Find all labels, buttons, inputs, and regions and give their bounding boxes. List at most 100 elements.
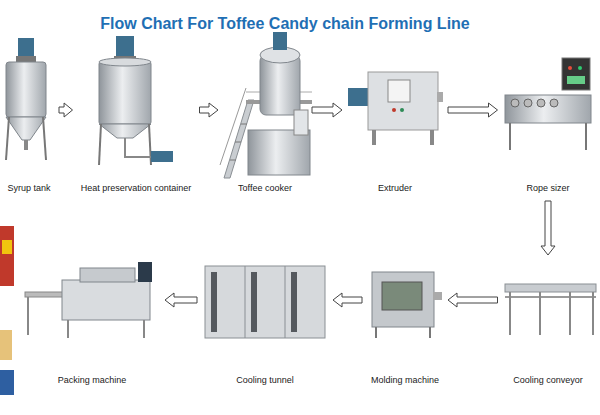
toffee-cooker-figure: [273, 32, 287, 50]
rope-sizer-figure: [568, 66, 572, 70]
machine-station: Cooling tunnel: [200, 258, 330, 390]
extruder-figure: [348, 72, 443, 145]
toffee-cooker-figure: [248, 130, 310, 175]
rope-sizer-figure: [509, 123, 511, 150]
flow-arrow: [448, 103, 498, 117]
candy-photos: [0, 370, 14, 395]
rope-sizer-figure: [567, 76, 585, 84]
heat-container-figure: [99, 124, 151, 138]
heat-container-figure: [99, 124, 101, 165]
syrup-tank-figure: [18, 38, 34, 56]
packing-machine-figure: [143, 320, 145, 338]
cooling-tunnel-figure: [205, 266, 325, 338]
toffee-cooker-figure: [294, 110, 308, 135]
toffee-cooker-figure: [230, 160, 236, 161]
extruder-figure: [437, 92, 443, 102]
syrup-tank-figure: [6, 62, 46, 117]
toffee-cooker-figure: [220, 88, 246, 165]
machine-station: Heat preservation container: [76, 30, 197, 198]
candy-photos: [0, 226, 14, 286]
packing-machine-figure: [25, 292, 65, 297]
candy-photos: [0, 226, 14, 395]
machine-station: Extruder: [345, 30, 445, 198]
rope-sizer-figure: [505, 95, 591, 123]
cooling-conveyor-figure: [592, 292, 594, 335]
candy-photos: [0, 330, 12, 360]
heat-container-figure: [99, 62, 151, 124]
chart-title: Flow Chart For Toffee Candy chain Formin…: [0, 14, 570, 34]
candy-photos: [2, 240, 12, 254]
machine-station: Toffee cooker: [221, 30, 309, 198]
syrup-tank-figure: [43, 117, 46, 160]
extruder-figure: [368, 72, 438, 130]
extruder-figure: [392, 108, 396, 112]
machine-station: Rope sizer: [501, 30, 596, 198]
packing-machine-figure: [27, 297, 29, 335]
heat-container-figure: [151, 151, 173, 162]
cooling-tunnel-figure: [251, 272, 257, 332]
machine-caption: Heat preservation container: [80, 183, 193, 194]
cooling-conveyor-figure: [505, 284, 596, 292]
syrup-tank-figure: [6, 117, 46, 140]
flow-arrow: [59, 103, 73, 117]
machine-caption: Molding machine: [370, 375, 440, 386]
flow-arrow: [541, 201, 555, 255]
cooling-conveyor-figure: [509, 292, 511, 335]
machine-caption: Rope sizer: [525, 183, 570, 194]
cooling-conveyor-figure: [505, 284, 596, 335]
packing-machine-figure: [67, 320, 69, 338]
syrup-tank-figure: [6, 38, 46, 160]
machine-caption: Cooling conveyor: [512, 375, 584, 386]
cooling-conveyor-figure: [539, 292, 541, 335]
heat-container-figure: [99, 36, 173, 165]
rope-sizer-figure: [578, 66, 582, 70]
machine-station: Cooling conveyor: [501, 258, 596, 390]
toffee-cooker-figure: [235, 142, 241, 143]
molding-machine-figure: [429, 327, 431, 338]
rope-sizer-figure: [562, 58, 590, 90]
flow-arrow: [165, 293, 197, 307]
cooling-tunnel-figure: [245, 266, 246, 338]
machine-caption: Syrup tank: [6, 183, 51, 194]
packing-machine-figure: [62, 280, 150, 320]
extruder-figure: [400, 108, 404, 112]
rope-sizer-figure: [550, 99, 558, 107]
machine-station: Molding machine: [365, 258, 445, 390]
cooling-conveyor-figure: [505, 296, 596, 298]
heat-container-figure: [149, 124, 151, 165]
packing-machine-figure: [138, 262, 152, 282]
machine-station: Syrup tank: [2, 30, 56, 198]
flow-arrow: [200, 103, 219, 117]
syrup-tank-figure: [6, 117, 9, 160]
flow-arrow: [312, 103, 342, 117]
rope-sizer-figure: [585, 123, 587, 150]
cooling-tunnel-figure: [291, 272, 297, 332]
molding-machine-figure: [382, 282, 422, 310]
molding-machine-figure: [372, 272, 442, 338]
toffee-cooker-figure: [220, 32, 312, 178]
molding-machine-figure: [433, 292, 442, 300]
rope-sizer-figure: [524, 99, 532, 107]
extruder-figure: [388, 80, 410, 102]
machine-caption: Toffee cooker: [237, 183, 293, 194]
heat-container-figure: [116, 36, 134, 56]
syrup-tank-figure: [24, 140, 28, 150]
toffee-cooker-figure: [260, 55, 300, 115]
cooling-tunnel-figure: [211, 272, 217, 332]
machine-station: Packing machine: [22, 258, 162, 390]
cooling-tunnel-figure: [205, 266, 325, 338]
cooling-tunnel-figure: [285, 266, 286, 338]
flow-arrow: [448, 293, 498, 307]
machine-caption: Extruder: [377, 183, 413, 194]
molding-machine-figure: [375, 327, 377, 338]
packing-machine-figure: [80, 268, 135, 282]
rope-sizer-figure: [505, 58, 591, 150]
rope-sizer-figure: [537, 99, 545, 107]
toffee-cooker-figure: [241, 124, 247, 125]
machine-caption: Cooling tunnel: [235, 375, 295, 386]
extruder-figure: [372, 130, 376, 145]
